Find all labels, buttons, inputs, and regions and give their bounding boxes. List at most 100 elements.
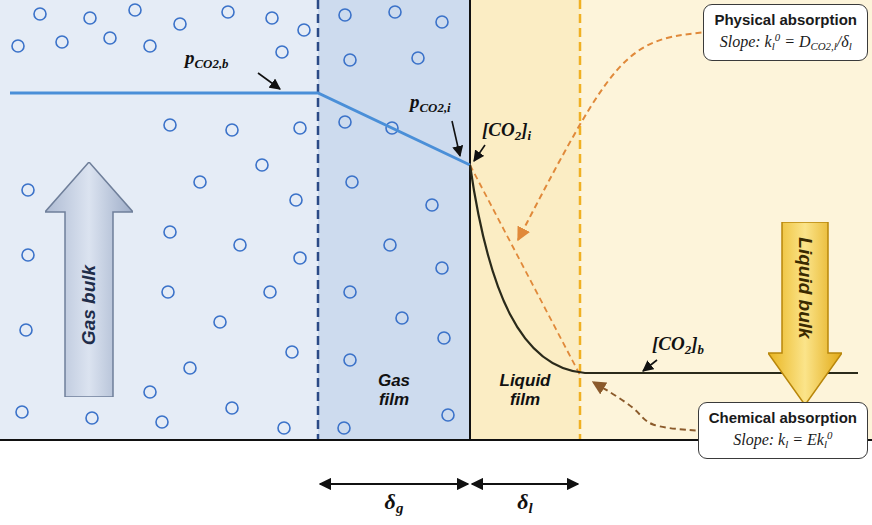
gas-molecule <box>294 122 306 134</box>
gas-molecule <box>294 252 306 264</box>
liquid-film-region <box>470 0 580 440</box>
region-label: Gas film <box>369 372 419 409</box>
region-label: Liquid film <box>490 372 560 409</box>
process-box: Chemical absorptionSlope: kl = Ekl0 <box>698 402 868 459</box>
gas-bulk-region <box>0 0 318 440</box>
gas-molecule <box>442 409 454 421</box>
text-part: Slope: k <box>720 33 772 50</box>
gas-molecule <box>266 12 278 24</box>
gas-molecule <box>16 406 28 418</box>
interface-line <box>469 0 471 440</box>
text-part: CO2,l <box>811 40 837 52</box>
gas-molecule <box>346 176 358 188</box>
gas-molecule <box>22 249 34 261</box>
gas-molecule <box>164 119 176 131</box>
gas-molecule <box>436 262 448 274</box>
gas-molecule <box>412 52 424 64</box>
gas-molecule <box>34 8 46 20</box>
liquid-bulk-arrow: Liquid bulk <box>768 222 842 405</box>
gas-molecule <box>194 176 206 188</box>
text-part: Liquid bulk <box>795 237 816 338</box>
gas-molecule <box>164 226 176 238</box>
physical-profile <box>470 165 580 375</box>
text-part: Physical absorption <box>714 11 857 28</box>
thickness-arrow <box>320 483 468 485</box>
gas-molecule <box>278 422 290 434</box>
gas-molecule <box>276 46 288 58</box>
thickness-label: δg <box>385 490 404 517</box>
gas-molecule <box>162 286 174 298</box>
text-part: p <box>410 91 420 112</box>
label-holder: Liquid film <box>490 372 560 409</box>
label-holder: pCO2,b <box>185 48 229 71</box>
text-part: ] <box>521 119 527 140</box>
text-part: Chemical absorption <box>709 409 857 426</box>
partial-pressure-label: pCO2,i <box>410 92 451 115</box>
node-text: Physical absorption <box>714 10 857 30</box>
thickness-label: δl <box>517 490 532 517</box>
gas-molecule <box>344 286 356 298</box>
gas-molecule <box>290 194 302 206</box>
gas-molecule <box>12 40 24 52</box>
gas-molecule <box>86 412 98 424</box>
text-part: 0 <box>827 429 832 441</box>
text-part: l <box>529 500 533 516</box>
text-part: i <box>528 128 532 143</box>
gas-film-region <box>318 0 470 440</box>
concentration-label: [CO2]i <box>482 120 531 143</box>
gas-molecule <box>144 386 156 398</box>
slope-formula: Slope: kl = Ekl0 <box>709 428 857 452</box>
text-part: [CO <box>482 119 515 140</box>
slope-formula: Slope: kl0 = DCO2,l/δl <box>714 30 857 54</box>
gas-molecule <box>129 4 141 16</box>
node-text: Gas bulk <box>79 264 100 344</box>
gas-molecule <box>438 332 450 344</box>
gas-molecule <box>234 239 246 251</box>
gas-molecule <box>144 40 156 52</box>
text-part: l <box>785 438 788 450</box>
gas-molecule <box>264 286 276 298</box>
gas-molecule <box>156 416 168 428</box>
gas-molecule <box>256 159 268 171</box>
text-part: b <box>698 342 704 357</box>
gas-molecule <box>226 402 238 414</box>
arrow-outline <box>768 222 842 405</box>
gas-molecule <box>344 354 356 366</box>
label-holder: δl <box>517 490 532 517</box>
gas-film-boundary <box>317 0 320 440</box>
gas-molecules <box>12 4 454 434</box>
text-part: = D <box>780 33 810 50</box>
leader-arrow <box>474 145 485 161</box>
process-box: Physical absorptionSlope: kl0 = DCO2,l/δ… <box>703 4 868 61</box>
leader-arrow <box>452 121 460 156</box>
text-part: l <box>849 40 852 52</box>
gas-molecule <box>226 124 238 136</box>
label-holder: pCO2,i <box>410 92 451 115</box>
gas-molecule <box>184 362 196 374</box>
gas-molecule <box>396 312 408 324</box>
text-part: l <box>824 438 827 450</box>
label-holder: [CO2]b <box>652 334 704 357</box>
text-part: Liquid film <box>500 371 551 409</box>
text-part: CO2,i <box>420 100 451 115</box>
text-part: Gas film <box>378 371 410 409</box>
gas-molecule <box>426 199 438 211</box>
gas-molecule <box>56 36 68 48</box>
callout-leader <box>518 33 701 240</box>
callout-leader <box>593 382 696 431</box>
node-text: Chemical absorption <box>709 408 857 428</box>
gas-molecule <box>222 6 234 18</box>
text-part: δ <box>517 489 528 514</box>
text-part: ] <box>691 333 697 354</box>
gas-molecule <box>214 316 226 328</box>
gas-molecule <box>344 54 356 66</box>
gas-molecule <box>338 422 350 434</box>
text-part: = Ek <box>788 431 824 448</box>
node-text: Liquid bulk <box>795 237 816 338</box>
leader-arrow <box>643 360 657 371</box>
gas-molecule <box>339 116 351 128</box>
text-part: p <box>185 47 195 68</box>
gas-molecule <box>22 184 34 196</box>
gas-molecule <box>384 239 396 251</box>
